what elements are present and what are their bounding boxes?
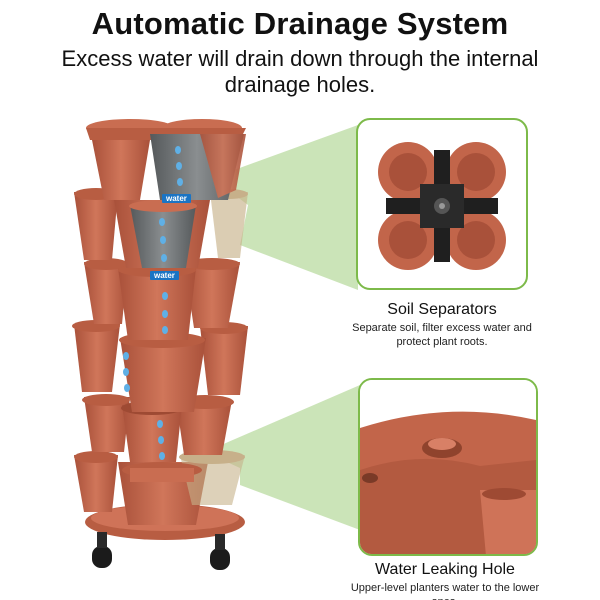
callout-soil-separators-image bbox=[356, 118, 528, 290]
planter-tier-2 bbox=[74, 188, 248, 268]
water-tag-lower: water bbox=[150, 271, 179, 280]
planter-tier-1 bbox=[86, 119, 246, 200]
water-leaking-hole-title: Water Leaking Hole bbox=[375, 561, 515, 578]
wheel-right bbox=[210, 548, 230, 570]
highlight-cone-bottom bbox=[205, 385, 360, 530]
page-title: Automatic Drainage System bbox=[91, 6, 509, 41]
water-drops bbox=[123, 146, 183, 460]
soil-separators-title: Soil Separators bbox=[387, 301, 497, 318]
callout-water-leaking-hole-image bbox=[358, 378, 538, 556]
water-leaking-hole-icon bbox=[360, 380, 536, 554]
water-tag-upper: water bbox=[162, 194, 191, 203]
soil-separator-icon bbox=[378, 142, 506, 270]
wheel-left bbox=[92, 546, 112, 568]
soil-separators-description: Separate soil, filter excess water and p… bbox=[352, 322, 532, 348]
planter-tier-6 bbox=[74, 450, 245, 525]
highlight-cone-top bbox=[212, 125, 358, 290]
page-subtitle: Excess water will drain down through the… bbox=[61, 46, 539, 97]
water-leaking-hole-description: Upper-level planters water to the lower … bbox=[350, 582, 540, 600]
